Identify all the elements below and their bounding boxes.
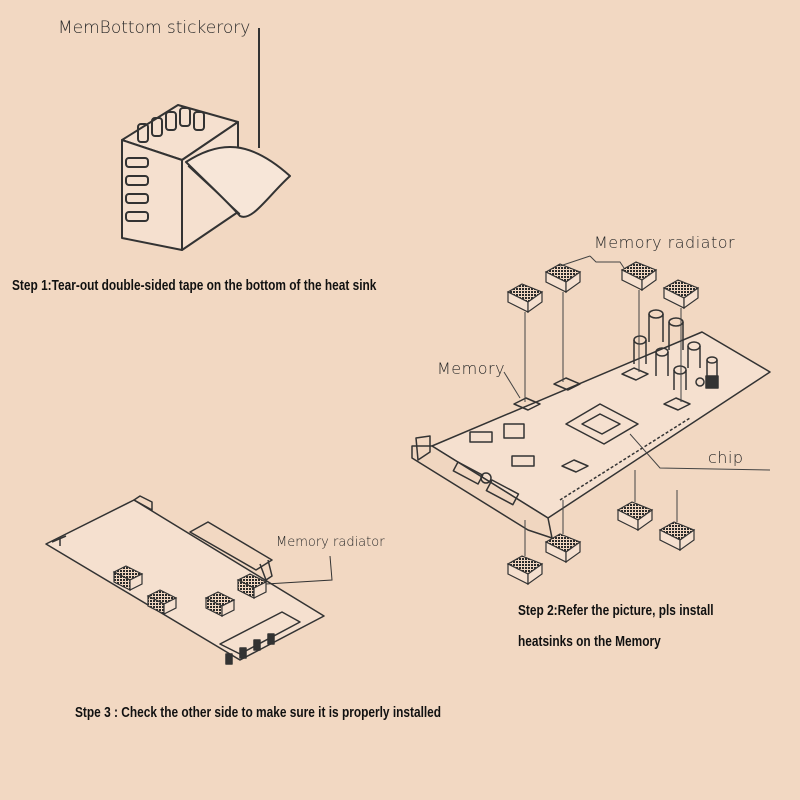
graphics-card-illustration	[412, 310, 770, 538]
radiator-pointer-line	[266, 556, 332, 584]
memory-radiator-label-bottom: Memory radiator	[276, 535, 385, 550]
step1-instruction: Step 1:Tear-out double-sided tape on the…	[12, 278, 376, 294]
memory-radiator-label-top: Memory radiator	[594, 233, 735, 252]
heat-sink-illustration	[122, 105, 290, 250]
step3-instruction: Stpe 3 : Check the other side to make su…	[75, 705, 441, 721]
heatsink-group-top	[508, 262, 698, 312]
step2-instruction-line1: Step 2:Refer the picture, pls install	[518, 603, 714, 619]
card-back-illustration	[46, 496, 324, 664]
step2-instruction-line2: heatsinks on the Memory	[518, 634, 661, 650]
memory-label: Memory	[437, 359, 505, 378]
bottom-sticker-label: MemBottom stickerory	[58, 18, 250, 38]
chip-label: chip	[708, 448, 744, 467]
